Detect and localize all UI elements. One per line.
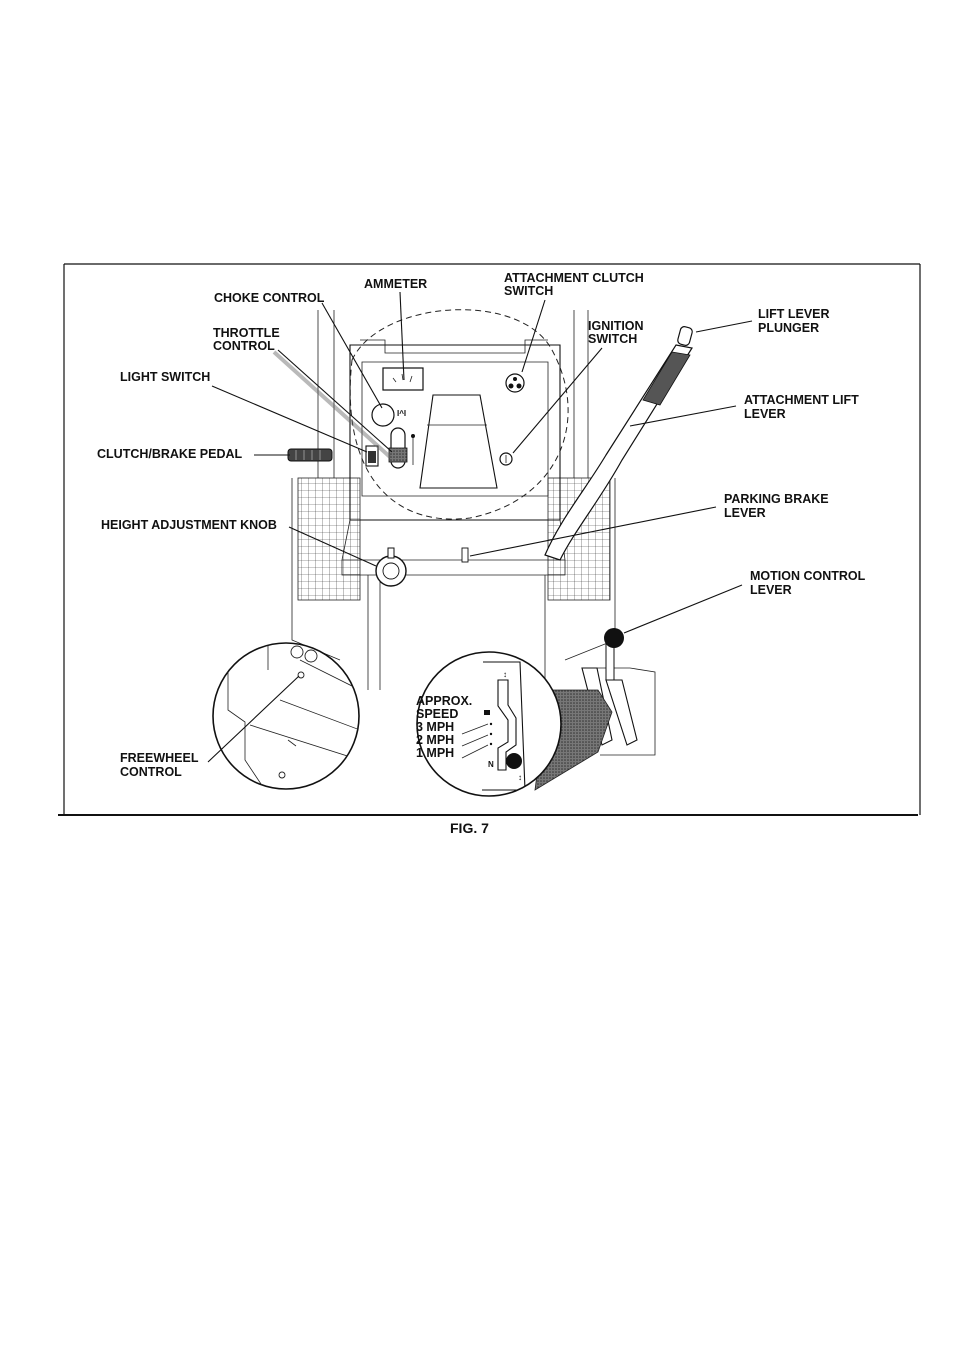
svg-text:↕: ↕ bbox=[518, 773, 522, 782]
motion-control-lever-ball bbox=[604, 628, 624, 648]
attachment-clutch-switch-knob bbox=[506, 374, 524, 392]
label-attachment-lift-lever-line2: LEVER bbox=[744, 407, 786, 421]
clutch-brake-pedal-pad bbox=[288, 449, 332, 461]
label-throttle-control-line2: CONTROL bbox=[213, 339, 275, 353]
label-freewheel-control-line2: CONTROL bbox=[120, 765, 182, 779]
label-light-switch: LIGHT SWITCH bbox=[120, 370, 210, 384]
label-motion-control-lever-line1: MOTION CONTROL bbox=[750, 569, 866, 583]
parking-brake-lever-handle bbox=[462, 548, 468, 562]
label-lift-lever-plunger-line1: LIFT LEVER bbox=[758, 307, 830, 321]
figure-caption: FIG. 7 bbox=[450, 820, 489, 836]
label-height-adjustment-knob: HEIGHT ADJUSTMENT KNOB bbox=[101, 518, 277, 532]
svg-text:I^I: I^I bbox=[397, 409, 406, 418]
label-attachment-lift-lever-line1: ATTACHMENT LIFT bbox=[744, 393, 859, 407]
label-ignition-switch-line1: IGNITION bbox=[588, 319, 644, 333]
label-lift-lever-plunger-line2: PLUNGER bbox=[758, 321, 819, 335]
freewheel-detail-magnifier bbox=[213, 640, 360, 790]
label-choke-control: CHOKE CONTROL bbox=[214, 291, 325, 305]
label-ignition-switch-line2: SWITCH bbox=[588, 332, 637, 346]
svg-text:↕: ↕ bbox=[503, 670, 507, 679]
label-attachment-clutch-switch-line1: ATTACHMENT CLUTCH bbox=[504, 271, 644, 285]
speed-gate-lever-ball bbox=[506, 753, 522, 769]
label-parking-brake-lever-line1: PARKING BRAKE bbox=[724, 492, 829, 506]
label-throttle-control-line1: THROTTLE bbox=[213, 326, 280, 340]
label-speed-1mph: 1 MPH bbox=[416, 746, 454, 760]
label-parking-brake-lever-line2: LEVER bbox=[724, 506, 766, 520]
label-motion-control-lever-line2: LEVER bbox=[750, 583, 792, 597]
label-approx-speed-line1: APPROX. bbox=[416, 694, 472, 708]
height-adjustment-knob-shape bbox=[376, 556, 406, 586]
choke-knob bbox=[372, 404, 394, 426]
label-approx-speed-line2: SPEED bbox=[416, 707, 458, 721]
label-clutch-brake-pedal: CLUTCH/BRAKE PEDAL bbox=[97, 447, 243, 461]
label-attachment-clutch-switch-line2: SWITCH bbox=[504, 284, 553, 298]
left-footrest-mat bbox=[298, 478, 360, 600]
label-ammeter: AMMETER bbox=[364, 277, 427, 291]
label-speed-3mph: 3 MPH bbox=[416, 720, 454, 734]
neutral-mark: N bbox=[488, 760, 494, 769]
label-speed-2mph: 2 MPH bbox=[416, 733, 454, 747]
lift-lever-plunger-tip bbox=[677, 326, 693, 346]
label-freewheel-control-line1: FREEWHEEL bbox=[120, 751, 199, 765]
